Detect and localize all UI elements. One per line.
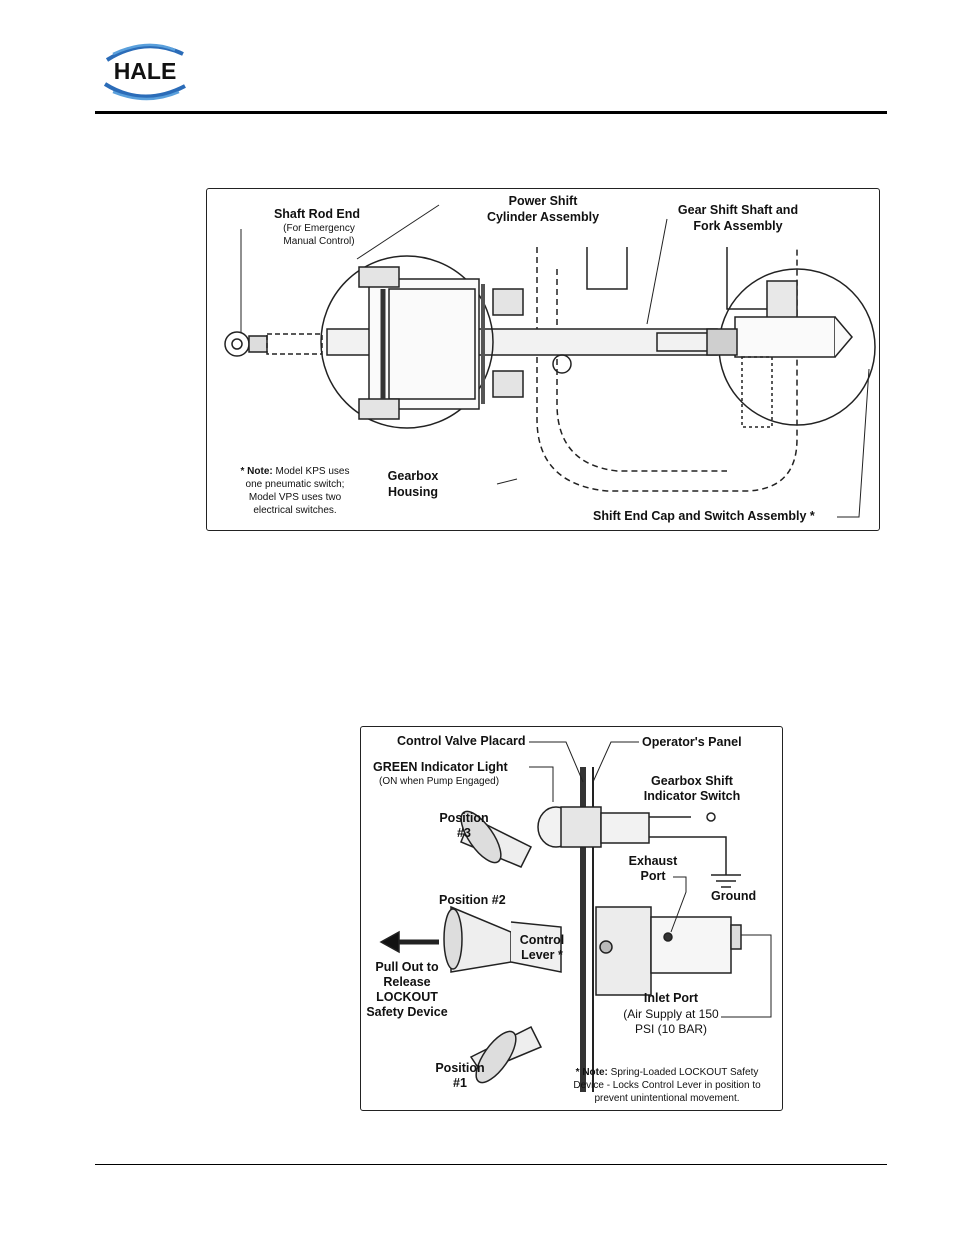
label-position3-1: Position xyxy=(439,811,489,825)
label-pull-out-3: LOCKOUT xyxy=(376,990,438,1004)
note-line2: one pneumatic switch; xyxy=(245,479,345,490)
label-gearbox-shift-1: Gearbox Shift xyxy=(651,774,733,788)
label-control-lever-2: Lever * xyxy=(521,948,563,962)
label-position3-2: #3 xyxy=(457,826,471,840)
label-position1-2: #1 xyxy=(453,1076,467,1090)
figure-control-valve: Control Valve Placard Operator's Panel G… xyxy=(360,726,783,1111)
label-ground: Ground xyxy=(711,889,757,903)
label-green-light: GREEN Indicator Light xyxy=(373,760,508,774)
header-rule xyxy=(95,111,887,114)
label-power-shift-2: Cylinder Assembly xyxy=(486,210,600,224)
label-gear-shift-2: Fork Assembly xyxy=(693,219,783,233)
note2-line2: Device - Locks Control Lever in position… xyxy=(573,1080,761,1091)
label-pull-out-4: Safety Device xyxy=(366,1005,448,1019)
label-pull-out-1: Pull Out to xyxy=(375,960,439,974)
logo-text: HALE xyxy=(114,58,177,84)
control-valve-diagram xyxy=(379,741,772,1092)
label-inlet-2: (Air Supply at 150 xyxy=(623,1007,719,1021)
label-gearbox-shift-2: Indicator Switch xyxy=(643,789,741,803)
note-line1: Model KPS uses xyxy=(275,466,350,477)
label-operators-panel: Operator's Panel xyxy=(642,735,742,749)
label-green-light-sub: (ON when Pump Engaged) xyxy=(379,776,500,787)
label-shift-end-cap: Shift End Cap and Switch Assembly * xyxy=(593,509,815,523)
note2-line3: prevent unintentional movement. xyxy=(594,1093,740,1104)
label-shaft-rod-end-sub1: (For Emergency xyxy=(283,223,355,234)
label-shaft-rod-end-sub2: Manual Control) xyxy=(283,236,355,247)
label-gearbox-2: Housing xyxy=(388,485,438,499)
note2-line1: Spring-Loaded LOCKOUT Safety xyxy=(610,1067,759,1078)
label-position2: Position #2 xyxy=(439,893,506,907)
power-shift-diagram xyxy=(224,204,876,518)
label-pull-out-2: Release xyxy=(383,975,431,989)
label-gearbox-1: Gearbox xyxy=(387,469,439,483)
note-marker: * Note: xyxy=(240,466,273,477)
label-exhaust-1: Exhaust xyxy=(628,854,678,868)
figure-power-shift: Shaft Rod End (For Emergency Manual Cont… xyxy=(206,188,880,531)
note2-marker: * Note: xyxy=(575,1067,608,1078)
label-shaft-rod-end: Shaft Rod End xyxy=(273,207,361,221)
hale-logo: HALE xyxy=(95,38,195,104)
note-line3: Model VPS uses two xyxy=(248,492,342,503)
footer-rule xyxy=(95,1164,887,1165)
label-position1-1: Position xyxy=(435,1061,485,1075)
label-inlet-3: PSI (10 BAR) xyxy=(634,1022,708,1036)
label-gear-shift-1: Gear Shift Shaft and xyxy=(677,203,799,217)
note-line4: electrical switches. xyxy=(253,505,337,516)
label-control-valve-placard: Control Valve Placard xyxy=(397,734,526,748)
label-exhaust-2: Port xyxy=(640,869,666,883)
figure1-note: * Note: Model KPS uses one pneumatic swi… xyxy=(215,465,375,517)
label-inlet-1: Inlet Port xyxy=(643,991,699,1005)
label-power-shift-1: Power Shift xyxy=(508,194,578,208)
figure2-note: * Note: Spring-Loaded LOCKOUT Safety Dev… xyxy=(557,1066,777,1105)
label-control-lever-1: Control xyxy=(519,933,565,947)
